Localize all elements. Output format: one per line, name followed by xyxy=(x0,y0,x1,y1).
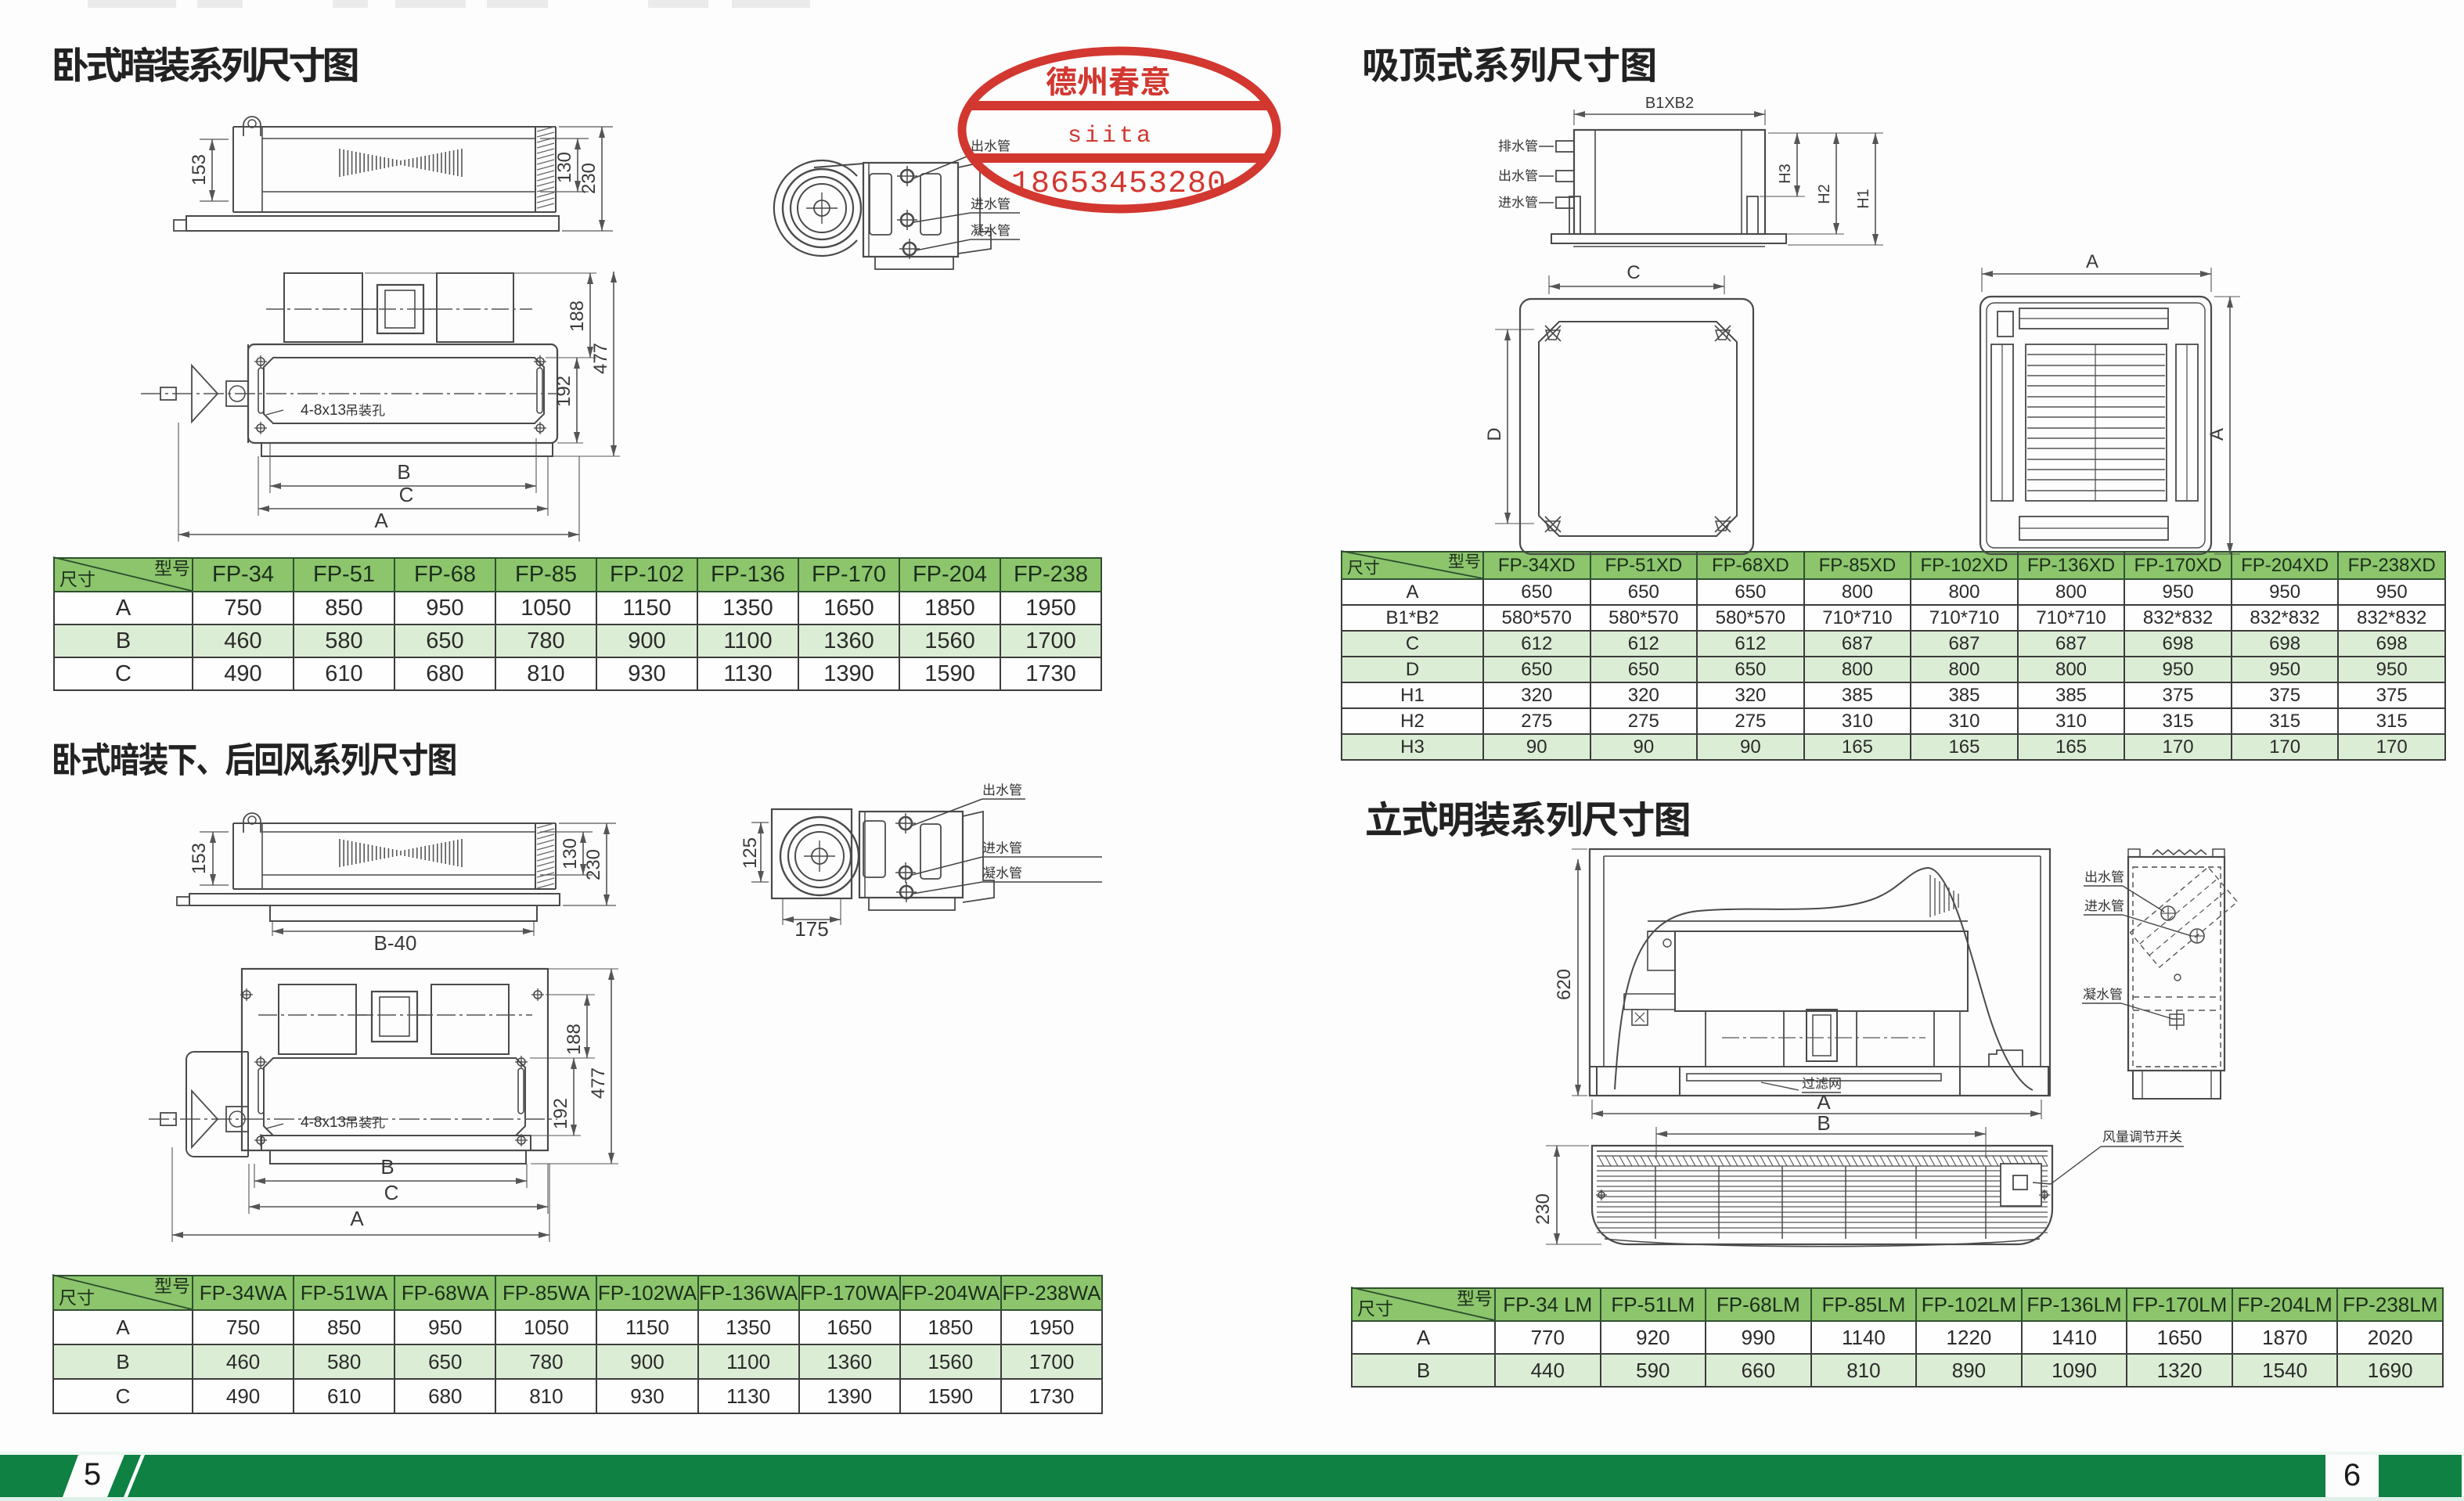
svg-text:A: A xyxy=(2086,251,2098,272)
svg-text:H3: H3 xyxy=(1777,164,1794,184)
svg-text:130: 130 xyxy=(554,152,575,183)
svg-text:620: 620 xyxy=(1554,969,1575,1000)
svg-text:B: B xyxy=(380,1155,394,1179)
svg-text:125: 125 xyxy=(740,837,761,869)
svg-text:A: A xyxy=(1817,1090,1831,1114)
svg-text:B-40: B-40 xyxy=(374,931,417,955)
svg-text:477: 477 xyxy=(588,1067,609,1099)
svg-text:18653453280: 18653453280 xyxy=(1011,167,1227,202)
svg-text:4-8x13: 4-8x13 xyxy=(301,1114,346,1131)
svg-text:B: B xyxy=(397,460,410,484)
svg-text:230: 230 xyxy=(578,163,600,194)
svg-text:188: 188 xyxy=(564,1024,585,1055)
svg-text:A: A xyxy=(374,509,388,532)
svg-text:C: C xyxy=(399,483,414,506)
svg-text:192: 192 xyxy=(553,376,575,407)
svg-text:siita: siita xyxy=(1068,123,1154,149)
svg-text:4-8x13: 4-8x13 xyxy=(301,402,346,419)
svg-text:153: 153 xyxy=(189,154,210,185)
svg-text:130: 130 xyxy=(560,838,581,869)
svg-text:230: 230 xyxy=(583,849,604,880)
svg-text:230: 230 xyxy=(1533,1193,1554,1225)
svg-text:477: 477 xyxy=(590,343,611,374)
svg-text:B1XB2: B1XB2 xyxy=(1645,95,1694,112)
svg-text:H2: H2 xyxy=(1816,184,1833,204)
svg-text:D: D xyxy=(1484,427,1505,441)
svg-text:B: B xyxy=(1817,1111,1830,1135)
svg-text:C: C xyxy=(1626,262,1640,283)
svg-text:A: A xyxy=(2206,428,2228,441)
svg-text:192: 192 xyxy=(550,1098,571,1129)
svg-text:A: A xyxy=(350,1207,364,1230)
svg-text:175: 175 xyxy=(794,917,828,941)
svg-text:C: C xyxy=(384,1181,399,1204)
svg-text:H1: H1 xyxy=(1855,189,1872,209)
svg-text:188: 188 xyxy=(567,301,588,332)
svg-text:153: 153 xyxy=(189,843,210,874)
